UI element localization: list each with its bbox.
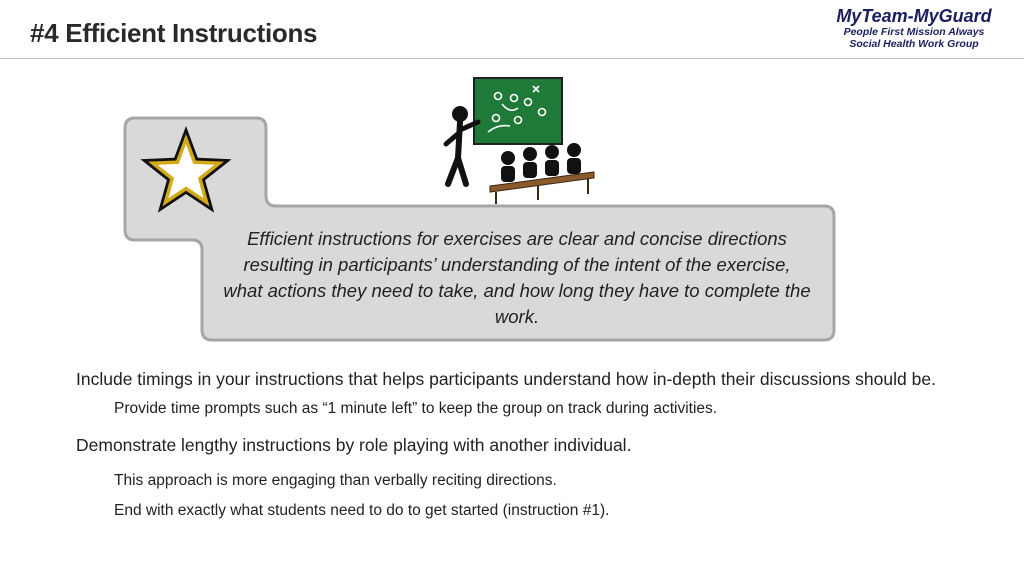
bullet-timings: Include timings in your instructions tha… bbox=[76, 369, 936, 389]
callout-background bbox=[123, 116, 836, 342]
brand-workgroup: Social Health Work Group bbox=[849, 38, 979, 50]
brand-tagline: People First Mission Always bbox=[843, 26, 985, 38]
sub-bullet-end-with: End with exactly what students need to d… bbox=[114, 502, 610, 519]
brand-name: MyTeam-MyGuard bbox=[836, 6, 992, 26]
brand-block: MyTeam-MyGuard People First Mission Alwa… bbox=[814, 6, 1014, 50]
title-divider bbox=[0, 58, 1024, 59]
classroom-teacher-clipart bbox=[443, 77, 595, 204]
bullet-list: Include timings in your instructions tha… bbox=[76, 366, 976, 522]
army-star-icon bbox=[140, 126, 232, 213]
callout-text: Efficient instructions for exercises are… bbox=[223, 228, 811, 327]
slide-title: #4 Efficient Instructions bbox=[30, 18, 318, 48]
bullet-role-playing: Demonstrate lengthy instructions by role… bbox=[76, 435, 632, 455]
sub-bullet-engaging: This approach is more engaging than verb… bbox=[114, 472, 557, 489]
sub-bullet-time-prompts: Provide time prompts such as “1 minute l… bbox=[114, 400, 718, 417]
